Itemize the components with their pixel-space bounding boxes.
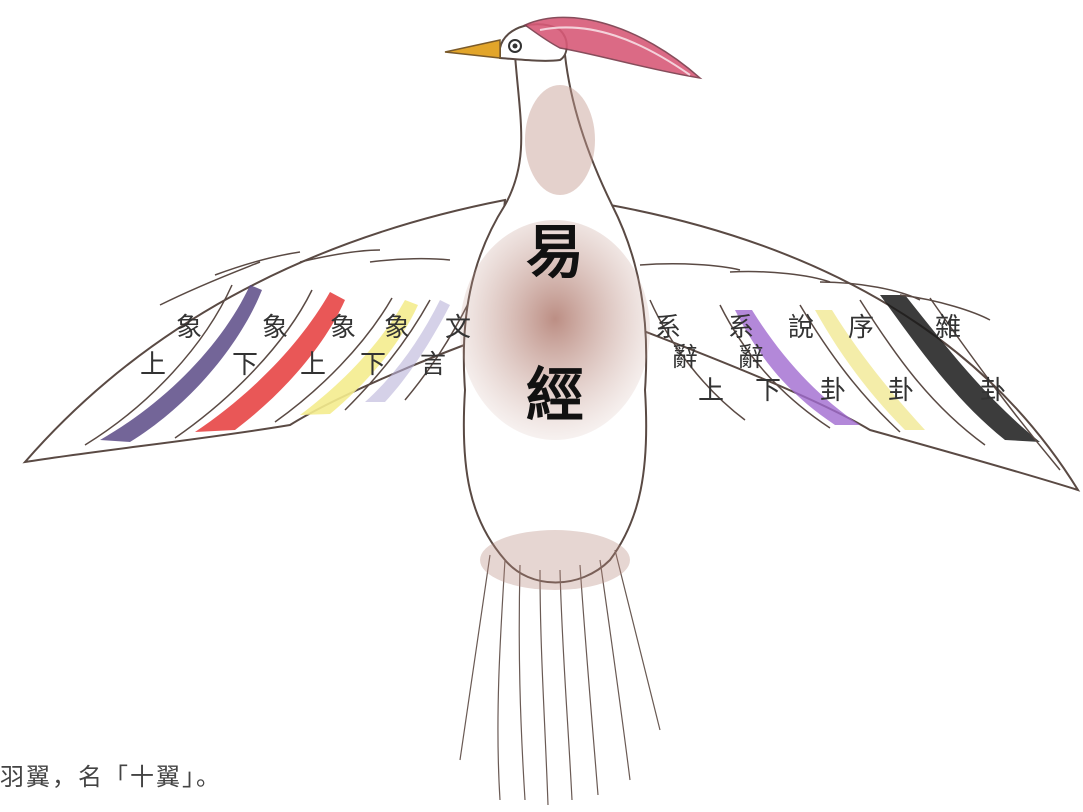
right-feather-3-bottom: 卦 xyxy=(820,376,846,406)
right-feather-1-mid: 辭 xyxy=(672,343,698,373)
right-feather-1-bottom: 上 xyxy=(698,376,724,406)
left-feather-1-bottom: 上 xyxy=(140,350,166,380)
left-feather-2-top: 象 xyxy=(262,313,288,343)
right-feather-2 xyxy=(735,310,860,425)
caption-ten-wings: 羽翼，名「十翼」。 xyxy=(0,763,222,791)
body-shading xyxy=(460,220,650,440)
crest-highlight xyxy=(539,26,691,76)
right-feather-2-top: 系 xyxy=(728,313,754,343)
bird-beak xyxy=(444,39,501,59)
left-feather-3 xyxy=(300,300,418,415)
left-feather-1 xyxy=(100,285,262,442)
title-jing: 經 xyxy=(526,361,584,429)
left-feather-1-top: 象 xyxy=(176,313,202,343)
left-feather-5-bottom: 言 xyxy=(420,350,446,380)
right-feather-1-top: 系 xyxy=(655,313,681,343)
right-feather-5 xyxy=(880,295,1040,442)
left-feather-3-top: 象 xyxy=(330,313,356,343)
left-feather-2 xyxy=(195,292,345,432)
left-feather-2-bottom: 下 xyxy=(232,350,258,380)
left-feather-4 xyxy=(365,300,450,402)
right-feather-3-top: 說 xyxy=(788,313,814,343)
bird-pupil xyxy=(512,43,518,49)
right-feather-4-top: 序 xyxy=(848,313,874,343)
bird-crest xyxy=(523,16,703,80)
neck-shading xyxy=(525,85,595,195)
right-feather-5-bottom: 卦 xyxy=(980,376,1006,406)
left-feather-4-top: 象 xyxy=(384,313,410,343)
left-feather-5-top: 文 xyxy=(445,313,471,343)
left-feather-3-bottom: 上 xyxy=(300,350,326,380)
right-feather-2-bottom: 下 xyxy=(755,376,781,406)
right-feather-4-bottom: 卦 xyxy=(888,376,914,406)
tail-shading xyxy=(480,530,630,590)
left-feather-4-bottom: 下 xyxy=(360,350,386,380)
right-feather-2-mid: 辭 xyxy=(738,343,764,373)
right-feather-5-top: 雜 xyxy=(935,313,961,343)
left-feather-outlines xyxy=(84,249,471,446)
right-feather-outlines xyxy=(639,263,1061,471)
right-feather-3 xyxy=(815,310,925,430)
bird-tail xyxy=(459,549,661,806)
title-yi: 易 xyxy=(526,218,584,286)
